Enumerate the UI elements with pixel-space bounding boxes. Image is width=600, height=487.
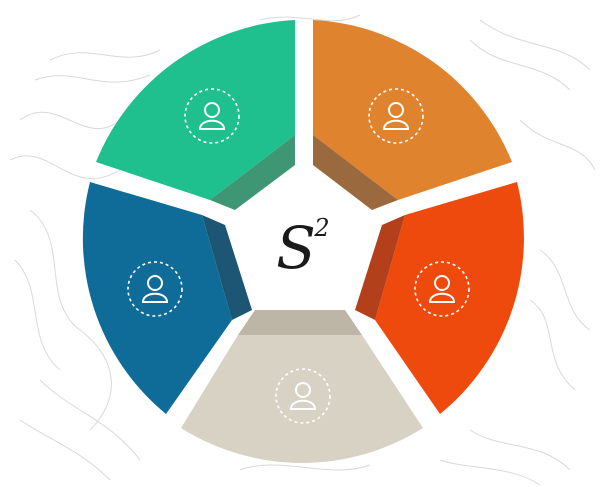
segment-top-left-face: [96, 20, 295, 200]
user-icon[interactable]: [275, 368, 331, 424]
segment-top-right-face: [313, 20, 512, 200]
center-logo: S 2: [276, 214, 330, 282]
user-icon[interactable]: [184, 88, 240, 144]
user-icon[interactable]: [414, 261, 470, 317]
segment-right-face: [375, 182, 524, 414]
segment-bottom[interactable]: [181, 310, 423, 463]
logo-letter: S: [276, 214, 316, 282]
user-icon[interactable]: [127, 261, 183, 317]
segments: [82, 20, 524, 463]
segment-top-left-bevel: [210, 135, 295, 210]
segment-bottom-face: [181, 335, 423, 463]
contour-lines: [9, 14, 596, 486]
logo-exponent: 2: [313, 214, 329, 242]
user-icon[interactable]: [368, 88, 424, 144]
segment-left[interactable]: [82, 182, 252, 414]
segment-top-left[interactable]: [96, 20, 295, 210]
user-icons: [127, 88, 470, 424]
segment-left-face: [82, 182, 232, 414]
segment-left-bevel: [202, 215, 252, 320]
segment-top-right[interactable]: [313, 20, 512, 210]
segment-right-bevel: [355, 215, 405, 320]
segment-bottom-bevel: [238, 310, 362, 335]
segment-top-right-bevel: [313, 135, 398, 210]
segment-right[interactable]: [355, 182, 524, 414]
